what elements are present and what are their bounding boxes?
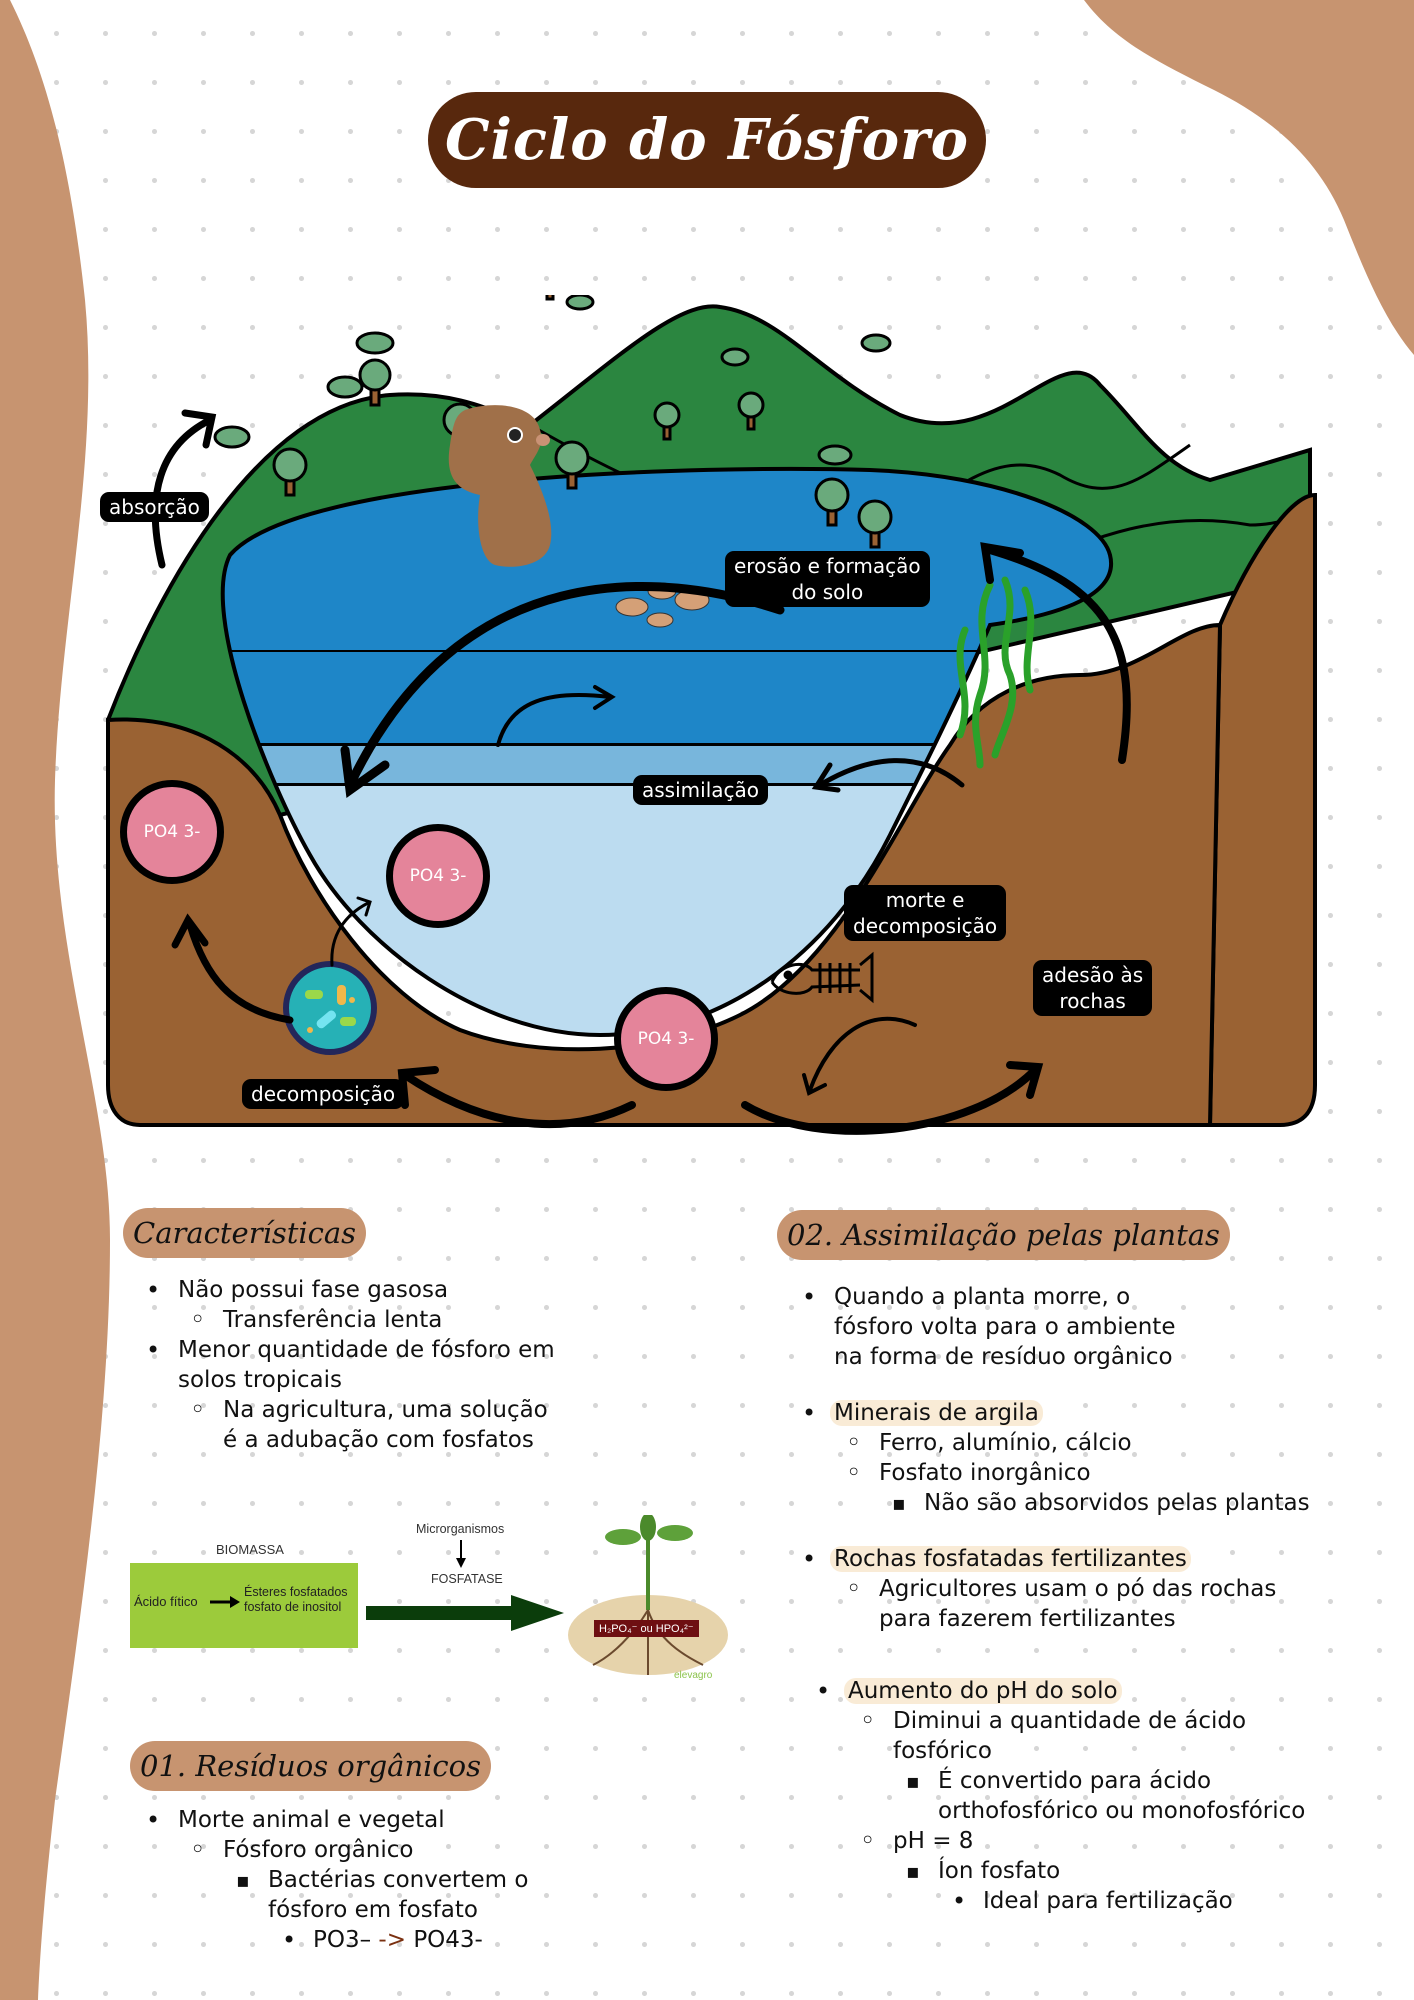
cycle-arrows [151,409,1131,1135]
arrow-bact-head [356,896,372,917]
phosphate-node: PO4 3- [120,780,224,884]
formula-arrow: -> [378,1927,406,1953]
list-item: É convertido para ácido orthofosfórico o… [794,1766,1404,1826]
list-item-ph: Aumento do pH do solo [794,1676,1404,1706]
arrow-morte [808,1016,917,1092]
down-arrow-icon [456,1540,466,1568]
phosphate-node: PO4 3- [386,824,490,928]
list-item: Ideal para fertilização [794,1886,1404,1916]
big-arrow-icon [366,1595,564,1631]
highlight-rochas: Rochas fosfatadas fertilizantes [830,1546,1191,1572]
list-item: Diminui a quantidade de ácido fosfórico [794,1706,1404,1766]
left-decorative-blob [0,0,110,2000]
biomass-box [130,1563,358,1648]
arrow-adesao-head [1006,1061,1044,1099]
list-caracteristicas: Não possui fase gasosa Transferência len… [124,1275,664,1455]
phosphorus-cycle-diagram: absorção erosão e formação do solo assim… [100,261,1320,1135]
bush-icon [213,293,892,466]
label-absorcao: absorção [100,492,209,522]
right-cliff [1207,492,1317,1127]
list-item: Transferência lenta [124,1305,664,1335]
heading-residuos: 01. Resíduos orgânicos [130,1741,492,1791]
arrow-absorcao-head [181,409,217,449]
highlight-ph: Aumento do pH do solo [844,1678,1122,1704]
plant-roots-icon [568,1515,728,1675]
fish-skeleton-icon [770,951,874,1004]
diagram-canvas [106,261,1317,1135]
arrow-adesao-up [986,546,1131,764]
list-item: Quando a planta morre, o fósforo volta p… [780,1282,1400,1372]
arrow-erosao-head [340,745,390,799]
list-item: Ferro, alumínio, cálcio [780,1428,1400,1458]
arrow-morte-head [802,1073,827,1096]
arrow-decomp-head-2 [171,913,209,949]
biomass-figure: BIOMASSA Ácido fítico Ésteres fosfatados… [128,1515,738,1685]
fig-label-microrganismos: Microrganismos [416,1522,505,1536]
label-assimilacao: assimilação [633,775,768,805]
label-decomposicao: decomposição [242,1079,405,1109]
right-decorative-blob [1084,0,1414,355]
list-item-rochas: Rochas fosfatadas fertilizantes [780,1544,1400,1574]
list-item: Íon fosfato [794,1856,1404,1886]
list-assimilacao: Quando a planta morre, o fósforo volta p… [780,1282,1400,1634]
list-item: Menor quantidade de fósforo em solos tro… [124,1335,664,1395]
list-item: Não são absorvidos pelas plantas [780,1488,1400,1518]
arrow-decomp-to-po4 [186,921,294,1024]
bacteria-icon [283,961,377,1055]
list-item: Fosfato inorgânico [780,1458,1400,1488]
heading-assimilacao: 02. Assimilação pelas plantas [777,1210,1230,1260]
arrow-absorcao [151,416,214,569]
title-banner: Ciclo do Fósforo [428,92,986,188]
arrow-po4-to-decomp [401,1071,636,1129]
small-arrow-icon [210,1596,240,1608]
page-title: Ciclo do Fósforo [445,107,969,173]
arrow-adesao-up-head [980,542,1024,584]
arrow-po4-to-adesao [741,1066,1039,1135]
list-item: pH = 8 [794,1826,1404,1856]
phosphate-node: PO4 3- [614,987,718,1091]
list-ph: Aumento do pH do solo Diminui a quantida… [794,1676,1404,1916]
highlight-argila: Minerais de argila [830,1400,1043,1426]
arrow-bacteria-to-po4 [330,901,370,967]
formula-from: PO3– [313,1927,372,1953]
label-adesao-rochas: adesão às rochas [1033,960,1153,1016]
list-item: Bactérias convertem o fósforo em fosfato [124,1865,684,1925]
heading-caracteristicas: Características [123,1208,367,1258]
label-morte-decomposicao: morte e decomposição [844,885,1007,941]
formula-to: PO43- [413,1927,483,1953]
fig-ion-badge: H₂PO₄⁻ ou HPO₄²⁻ [594,1620,699,1637]
list-item-formula: PO3– -> PO43- [124,1925,684,1955]
arrow-po4-to-assimilacao [496,693,612,747]
arrow-po4-head-1 [593,685,616,710]
fig-label-biomassa: BIOMASSA [216,1542,284,1557]
list-item: Na agricultura, uma solução é a adubação… [124,1395,664,1455]
fig-label-fosfatase: FOSFATASE [431,1572,503,1586]
list-item: Não possui fase gasosa [124,1275,664,1305]
seaweed-icon [956,576,1035,769]
arrow-assim-head [811,762,841,793]
list-item: Fósforo orgânico [124,1835,684,1865]
arrow-seaweed-to-assimilacao [817,758,965,788]
label-erosao: erosão e formação do solo [725,551,930,607]
fig-label-esteres: Ésteres fosfatados fosfato de inositol [244,1585,348,1614]
lake-outline [220,466,1114,1038]
list-item: Morte animal e vegetal [124,1805,684,1835]
soil-base [106,622,1223,1127]
elevagro-logo: elevagro [674,1670,713,1681]
list-item: Agricultores usam o pó das rochas para f… [780,1574,1400,1634]
fig-label-acido: Ácido fítico [134,1594,198,1609]
list-item-argila: Minerais de argila [780,1398,1400,1428]
list-residuos: Morte animal e vegetal Fósforo orgânico … [124,1805,684,1955]
capybara-icon [448,405,552,567]
